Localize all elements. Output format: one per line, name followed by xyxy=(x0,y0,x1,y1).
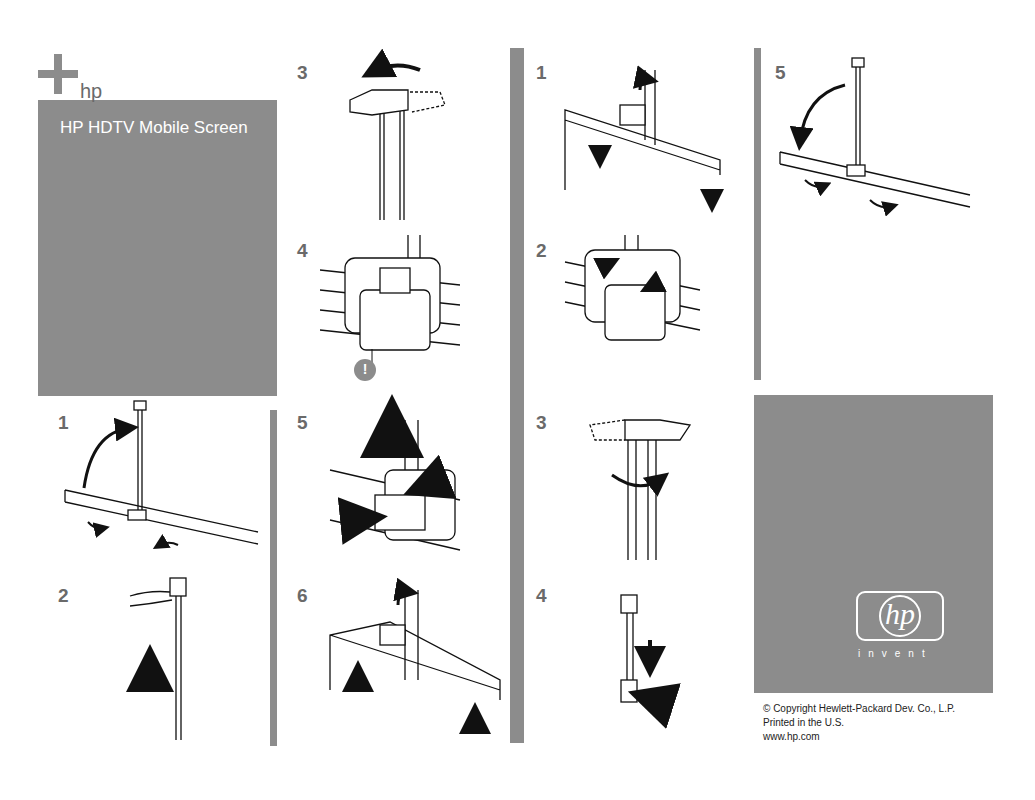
logo-tagline: invent xyxy=(858,648,933,659)
step-number: 3 xyxy=(536,412,547,434)
step-number: 4 xyxy=(536,585,547,607)
title-panel xyxy=(38,100,277,396)
divider xyxy=(510,48,524,743)
divider xyxy=(270,410,277,746)
step-number: 3 xyxy=(297,62,308,84)
logo-text: hp xyxy=(870,597,930,631)
step-number: 6 xyxy=(297,585,308,607)
step-number: 5 xyxy=(775,62,786,84)
copyright-note: Printed in the U.S. xyxy=(763,717,844,728)
sheet-title: HP HDTV Mobile Screen xyxy=(60,118,248,138)
step-drawings xyxy=(65,58,970,740)
step-number: 2 xyxy=(536,240,547,262)
copyright-note: www.hp.com xyxy=(763,731,820,742)
divider xyxy=(754,48,761,380)
warning-mark: ! xyxy=(356,361,374,377)
step-number: 2 xyxy=(58,585,69,607)
logo-frame xyxy=(857,592,943,640)
step-number: 5 xyxy=(297,412,308,434)
copyright-note: © Copyright Hewlett-Packard Dev. Co., L.… xyxy=(763,703,955,714)
step-number: 1 xyxy=(58,412,69,434)
step-number: 1 xyxy=(536,62,547,84)
logo-panel xyxy=(754,395,993,693)
logo-text: hp xyxy=(80,80,102,103)
step-number: 4 xyxy=(297,240,308,262)
plus-logo xyxy=(54,54,62,94)
